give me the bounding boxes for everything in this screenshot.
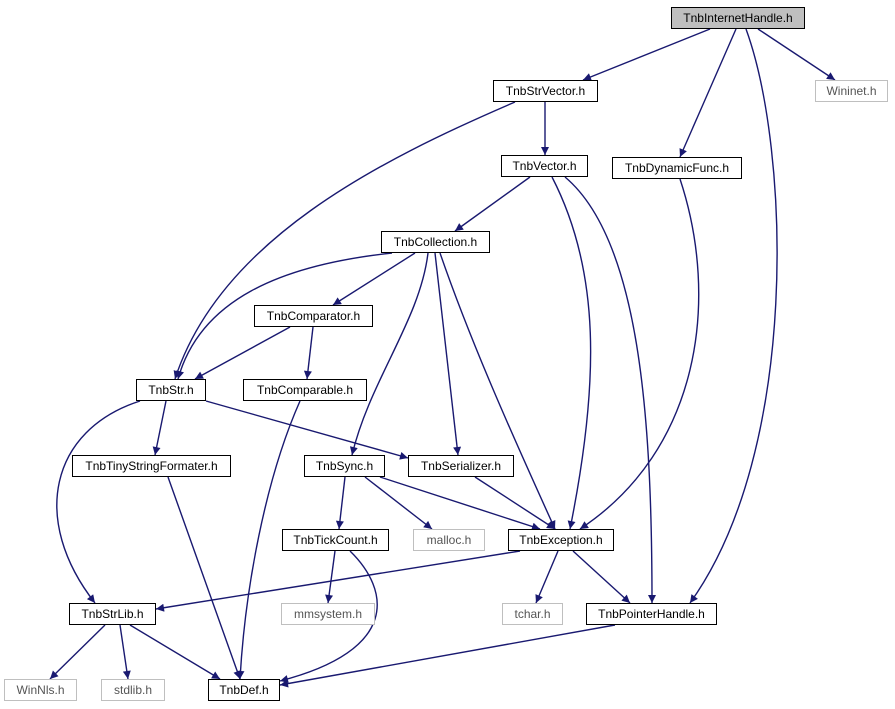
node-win-nls: WinNls.h — [4, 679, 77, 701]
edge-vector-to-pointer-handle — [564, 176, 656, 604]
edge-comparator-to-comparable — [303, 326, 314, 380]
node-tnb-str-vector[interactable]: TnbStrVector.h — [493, 80, 598, 102]
node-tnb-serializer[interactable]: TnbSerializer.h — [408, 455, 514, 477]
edge-exception-to-str-lib — [155, 550, 521, 612]
edge-str-to-tiny-string-formater — [152, 400, 167, 456]
edge-serializer-to-exception — [474, 476, 556, 530]
node-wininet: Wininet.h — [815, 80, 888, 102]
node-tnb-sync[interactable]: TnbSync.h — [304, 455, 385, 477]
edge-internet-handle-to-pointer-handle — [689, 28, 778, 604]
edge-str-lib-to-stdlib — [119, 624, 131, 680]
edge-collection-to-str — [176, 252, 393, 380]
node-stdlib: stdlib.h — [101, 679, 165, 701]
edge-sync-to-exception — [379, 476, 541, 531]
edge-comparable-to-def — [236, 400, 301, 680]
edge-str-lib-to-def — [129, 624, 221, 680]
edge-collection-to-comparator — [332, 252, 416, 306]
edge-sync-to-tick-count — [335, 476, 346, 530]
edge-tiny-string-formater-to-def — [167, 476, 242, 680]
edge-vector-to-collection — [454, 176, 531, 232]
edge-collection-to-exception — [439, 252, 556, 530]
node-tnb-str-lib[interactable]: TnbStrLib.h — [69, 603, 156, 625]
edge-exception-to-pointer-handle — [572, 550, 631, 604]
node-tnb-collection[interactable]: TnbCollection.h — [381, 231, 490, 253]
node-tnb-vector[interactable]: TnbVector.h — [501, 155, 588, 177]
node-tnb-pointer-handle[interactable]: TnbPointerHandle.h — [586, 603, 717, 625]
edge-tick-count-to-mmsystem — [325, 550, 336, 604]
edge-str-lib-to-win-nls — [49, 624, 106, 680]
node-tnb-internet-handle[interactable]: TnbInternetHandle.h — [671, 7, 805, 29]
edge-dynamic-func-to-exception — [579, 178, 700, 530]
node-mmsystem: mmsystem.h — [281, 603, 375, 625]
edge-internet-handle-to-wininet — [757, 28, 836, 81]
edge-sync-to-malloc — [364, 476, 433, 530]
edge-str-vector-to-str — [173, 101, 516, 380]
node-tnb-tiny-string-formater[interactable]: TnbTinyStringFormater.h — [72, 455, 231, 477]
edge-vector-to-exception — [551, 176, 592, 530]
node-tnb-exception[interactable]: TnbException.h — [508, 529, 614, 551]
edge-exception-to-tchar — [535, 550, 559, 604]
node-tnb-comparator[interactable]: TnbComparator.h — [254, 305, 373, 327]
node-tnb-dynamic-func[interactable]: TnbDynamicFunc.h — [612, 157, 742, 179]
edge-internet-handle-to-dynamic-func — [679, 28, 737, 158]
node-tnb-comparable[interactable]: TnbComparable.h — [243, 379, 367, 401]
edge-pointer-handle-to-def — [279, 624, 616, 688]
edge-str-to-str-lib — [56, 400, 141, 604]
node-tnb-tick-count[interactable]: TnbTickCount.h — [282, 529, 389, 551]
node-tnb-def[interactable]: TnbDef.h — [208, 679, 280, 701]
node-tchar: tchar.h — [502, 603, 563, 625]
node-malloc: malloc.h — [413, 529, 485, 551]
edge-collection-to-sync — [349, 252, 429, 456]
edge-comparator-to-str — [194, 326, 291, 380]
edge-collection-to-serializer — [434, 252, 462, 456]
edge-str-to-serializer — [205, 400, 409, 460]
edge-tick-count-to-def — [279, 550, 378, 683]
node-tnb-str[interactable]: TnbStr.h — [136, 379, 206, 401]
edge-internet-handle-to-str-vector — [582, 28, 711, 81]
